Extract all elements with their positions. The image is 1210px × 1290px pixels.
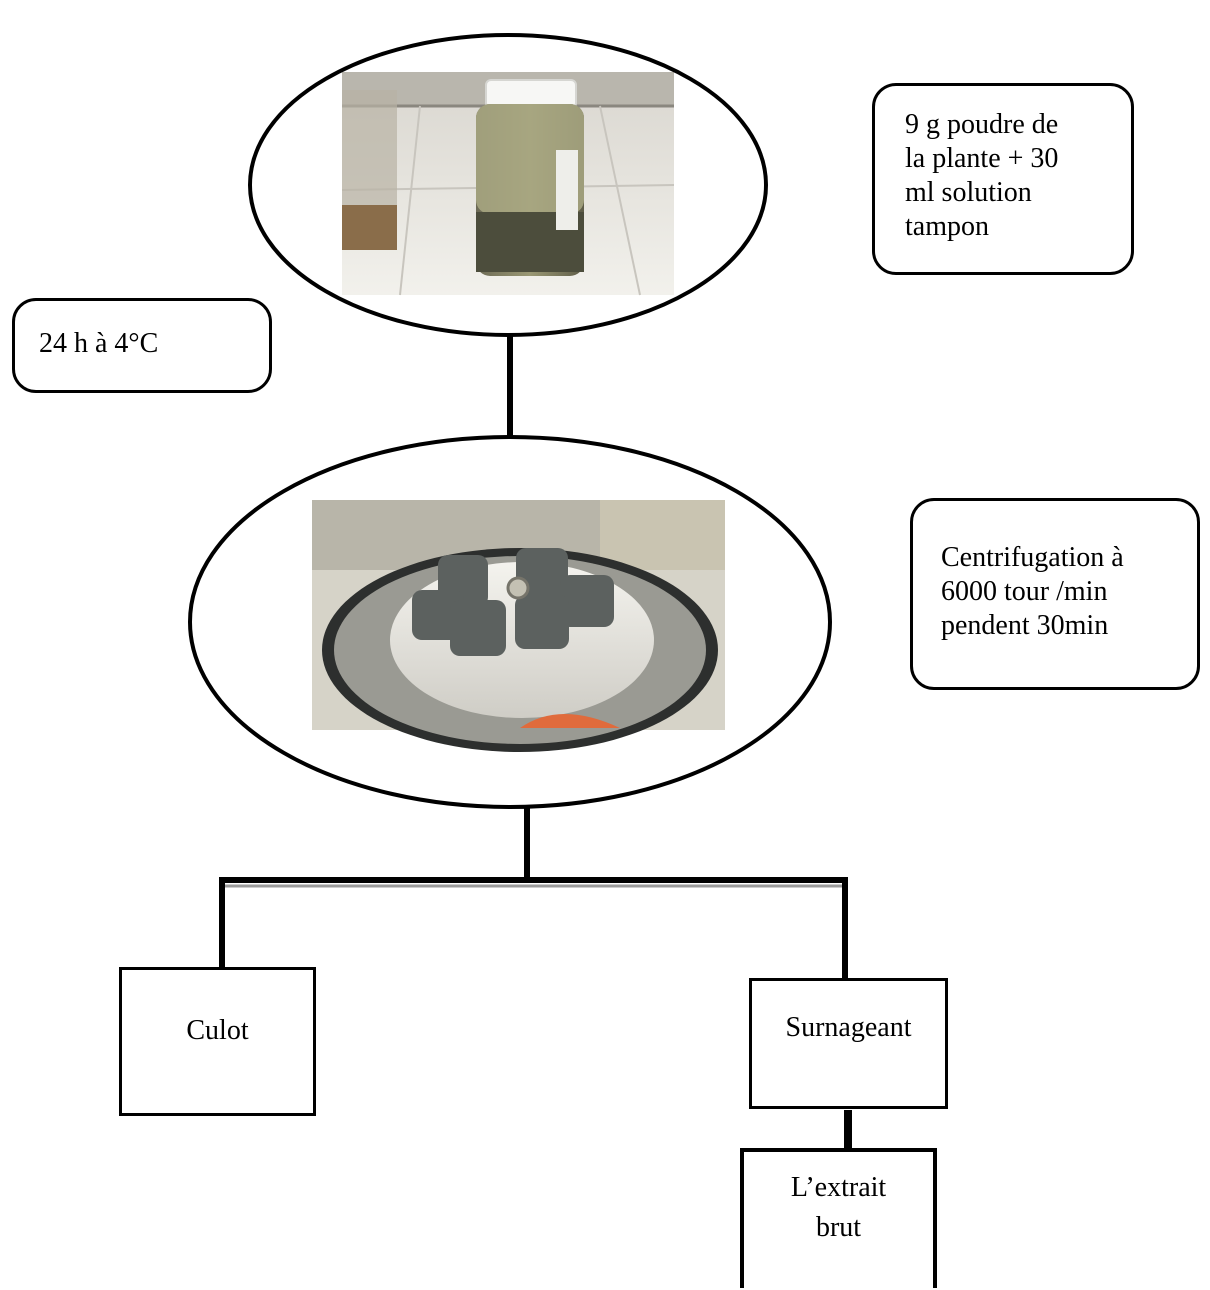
- extract-label: L’extrait brut: [790, 1172, 887, 1243]
- conditions-note: 24 h à 4°C: [12, 298, 272, 393]
- surnageant-label: Surnageant: [785, 1012, 912, 1043]
- extract-box-outline: [740, 1148, 937, 1288]
- centrifuge-photo: [312, 500, 725, 752]
- centrifugation-note: Centrifugation à 6000 tour /min pendent …: [910, 498, 1200, 690]
- conditions-text: 24 h à 4°C: [39, 328, 159, 359]
- step-ellipse-maceration: [248, 33, 768, 337]
- jar-photo: [341, 72, 675, 296]
- surnageant-box: Surnageant: [749, 978, 948, 1109]
- centrifugation-text: Centrifugation à 6000 tour /min pendent …: [941, 542, 1124, 641]
- step-ellipse-centrifugation: [188, 435, 832, 809]
- culot-label: Culot: [186, 1015, 249, 1046]
- culot-box: Culot: [119, 967, 316, 1116]
- ingredients-note: 9 g poudre de la plante + 30 ml solution…: [872, 83, 1134, 275]
- ingredients-text: 9 g poudre de la plante + 30 ml solution…: [905, 109, 1059, 242]
